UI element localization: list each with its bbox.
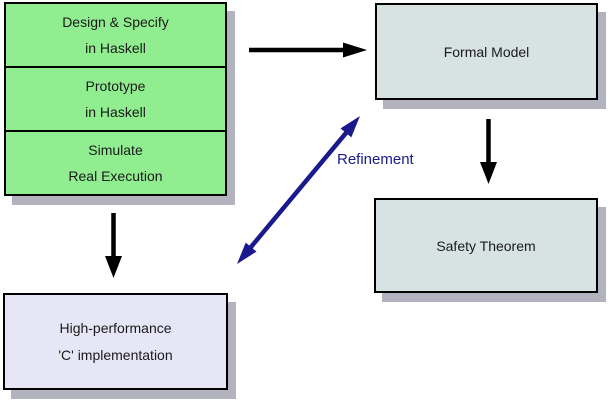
stack-section-line: Design & Specify: [62, 14, 169, 30]
safety-theorem-box: Safety Theorem: [374, 198, 598, 293]
stack-section-design-specify: Design & Specify in Haskell: [6, 4, 225, 66]
stack-section-line: Real Execution: [68, 168, 163, 184]
c-implementation-line: High-performance: [59, 319, 172, 336]
arrow-stack-to-formal-model-icon: [249, 42, 367, 58]
arrow-stack-to-c-implementation-icon: [105, 213, 122, 278]
refinement-double-arrow-icon: [237, 116, 360, 264]
stack-section-line: in Haskell: [85, 40, 146, 56]
formal-model-label: Formal Model: [443, 43, 530, 60]
safety-theorem-label: Safety Theorem: [436, 237, 536, 254]
haskell-stack-box: Design & Specify in Haskell Prototype in…: [4, 2, 227, 196]
formal-model-box: Formal Model: [375, 3, 598, 100]
stack-section-line: Simulate: [88, 142, 143, 158]
stack-section-line: in Haskell: [85, 104, 146, 120]
stack-section-line: Prototype: [85, 78, 146, 94]
c-implementation-box: High-performance 'C' implementation: [3, 293, 228, 390]
refinement-label: Refinement: [337, 151, 414, 168]
stack-section-prototype: Prototype in Haskell: [6, 66, 225, 130]
stack-section-simulate: Simulate Real Execution: [6, 130, 225, 194]
c-implementation-line: 'C' implementation: [58, 346, 173, 363]
arrow-formal-model-to-safety-theorem-icon: [480, 119, 497, 184]
